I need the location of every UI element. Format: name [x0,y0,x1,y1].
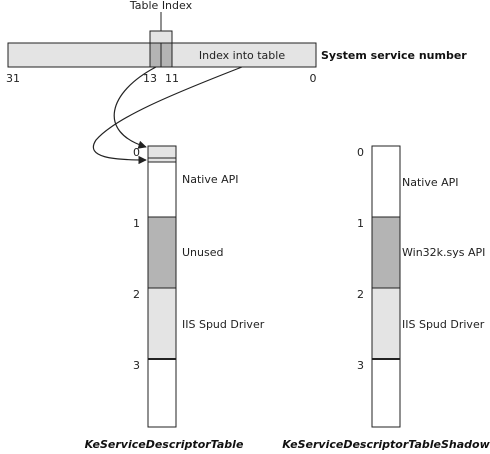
section-label-iis-spud-driver: IIS Spud Driver [402,318,485,331]
bit-label-13: 13 [143,72,157,85]
bit-label-0: 0 [310,72,317,85]
row-index-1: 1 [133,217,140,230]
section-label-unused: Unused [182,246,223,259]
table-section-empty [371,358,401,428]
table-section-unused [147,216,177,289]
row-index-3: 3 [133,359,140,372]
table-section-iis-spud-driver [371,287,401,360]
table-section-win32k-api [371,216,401,289]
section-label-native-api: Native API [402,176,459,189]
system-service-number-bar: Table Index Index into table System serv… [6,0,467,85]
section-label-native-api: Native API [182,173,239,186]
bit-label-31: 31 [6,72,20,85]
table-section-native-api [371,145,401,218]
arrows [93,66,243,165]
table-header-entries [147,145,177,163]
table-index-bracket [149,30,173,44]
table-ke-service-descriptor-shadow: 0 1 2 3 Native API Win32k.sys API IIS Sp… [282,145,490,451]
table-index-label: Table Index [129,0,193,12]
table-index-arrow [113,66,157,149]
bit-label-11: 11 [165,72,179,85]
row-index-2: 2 [133,288,140,301]
table-ke-service-descriptor: 0 1 2 3 Native API Unused IIS Spud Drive… [85,145,265,451]
row-index-3: 3 [357,359,364,372]
row-index-0: 0 [357,146,364,159]
table-section-empty [147,358,177,428]
section-label-iis-spud-driver: IIS Spud Driver [182,318,265,331]
table-caption: KeServiceDescriptorTableShadow [282,438,490,451]
index-into-table-label: Index into table [199,49,285,62]
table-caption: KeServiceDescriptorTable [85,438,244,451]
system-service-number-label: System service number [321,49,467,62]
table-section-iis-spud-driver [147,287,177,360]
section-label-win32k-api: Win32k.sys API [402,246,485,259]
row-index-0: 0 [133,146,140,159]
row-index-2: 2 [357,288,364,301]
index-into-table-arrow [93,66,243,165]
row-index-1: 1 [357,217,364,230]
